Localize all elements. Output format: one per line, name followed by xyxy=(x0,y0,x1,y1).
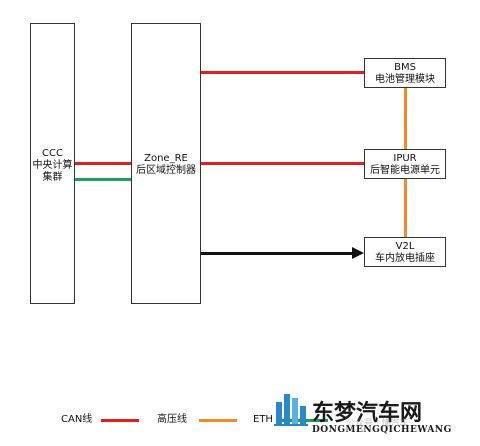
ipur-node: IPUR 后智能电源单元 xyxy=(364,149,446,179)
legend-eth-label: ETH xyxy=(253,414,273,425)
ipur-label: IPUR 后智能电源单元 xyxy=(365,153,445,177)
ccc-zone-can-connection xyxy=(75,162,131,165)
v2l-arrowhead xyxy=(352,247,364,259)
ccc-zone-eth-connection xyxy=(75,178,131,181)
building-logo-icon xyxy=(274,394,308,426)
legend-can-line xyxy=(101,419,139,422)
ccc-node: CCC 中央计算 集群 xyxy=(30,23,75,304)
watermark-title: 东梦汽车网 xyxy=(312,400,423,426)
ccc-label-line3: 集群 xyxy=(42,172,63,183)
zone-ipur-can-connection xyxy=(201,162,364,165)
v2l-arrowhead-shape xyxy=(352,247,364,259)
ipur-label-line1: IPUR xyxy=(393,153,417,164)
ipur-v2l-hv-connection xyxy=(404,179,407,237)
watermark-subtitle: DONGMENGQICHEWANG xyxy=(312,425,452,435)
legend-hv-label: 高压线 xyxy=(157,414,187,425)
bms-label-line1: BMS xyxy=(394,62,416,73)
bms-label-line2: 电池管理模块 xyxy=(375,74,435,85)
ccc-label: CCC 中央计算 集群 xyxy=(31,148,74,184)
bms-node: BMS 电池管理模块 xyxy=(364,58,446,88)
v2l-node: V2L 车内放电插座 xyxy=(364,237,446,267)
v2l-label-line1: V2L xyxy=(395,241,415,252)
ipur-label-line2: 后智能电源单元 xyxy=(370,165,440,176)
watermark-overlay-text: 公众号 · 懂汽车 xyxy=(346,419,409,429)
ccc-label-line1: CCC xyxy=(42,148,63,159)
legend-can-label: CAN线 xyxy=(61,414,93,425)
v2l-label-line2: 车内放电插座 xyxy=(375,253,435,264)
zone-re-label-line1: Zone_RE xyxy=(144,153,188,164)
zone-re-label: Zone_RE 后区域控制器 xyxy=(132,153,200,177)
zone-v2l-power-connection xyxy=(201,252,353,255)
bms-label: BMS 电池管理模块 xyxy=(365,62,445,86)
zone-re-label-line2: 后区域控制器 xyxy=(136,165,196,176)
v2l-label: V2L 车内放电插座 xyxy=(365,241,445,265)
zone-re-node: Zone_RE 后区域控制器 xyxy=(131,23,201,304)
bms-ipur-hv-connection xyxy=(404,88,407,149)
zone-bms-can-connection xyxy=(201,71,364,74)
ccc-label-line2: 中央计算 xyxy=(32,160,73,171)
legend-hv-line xyxy=(199,419,237,422)
